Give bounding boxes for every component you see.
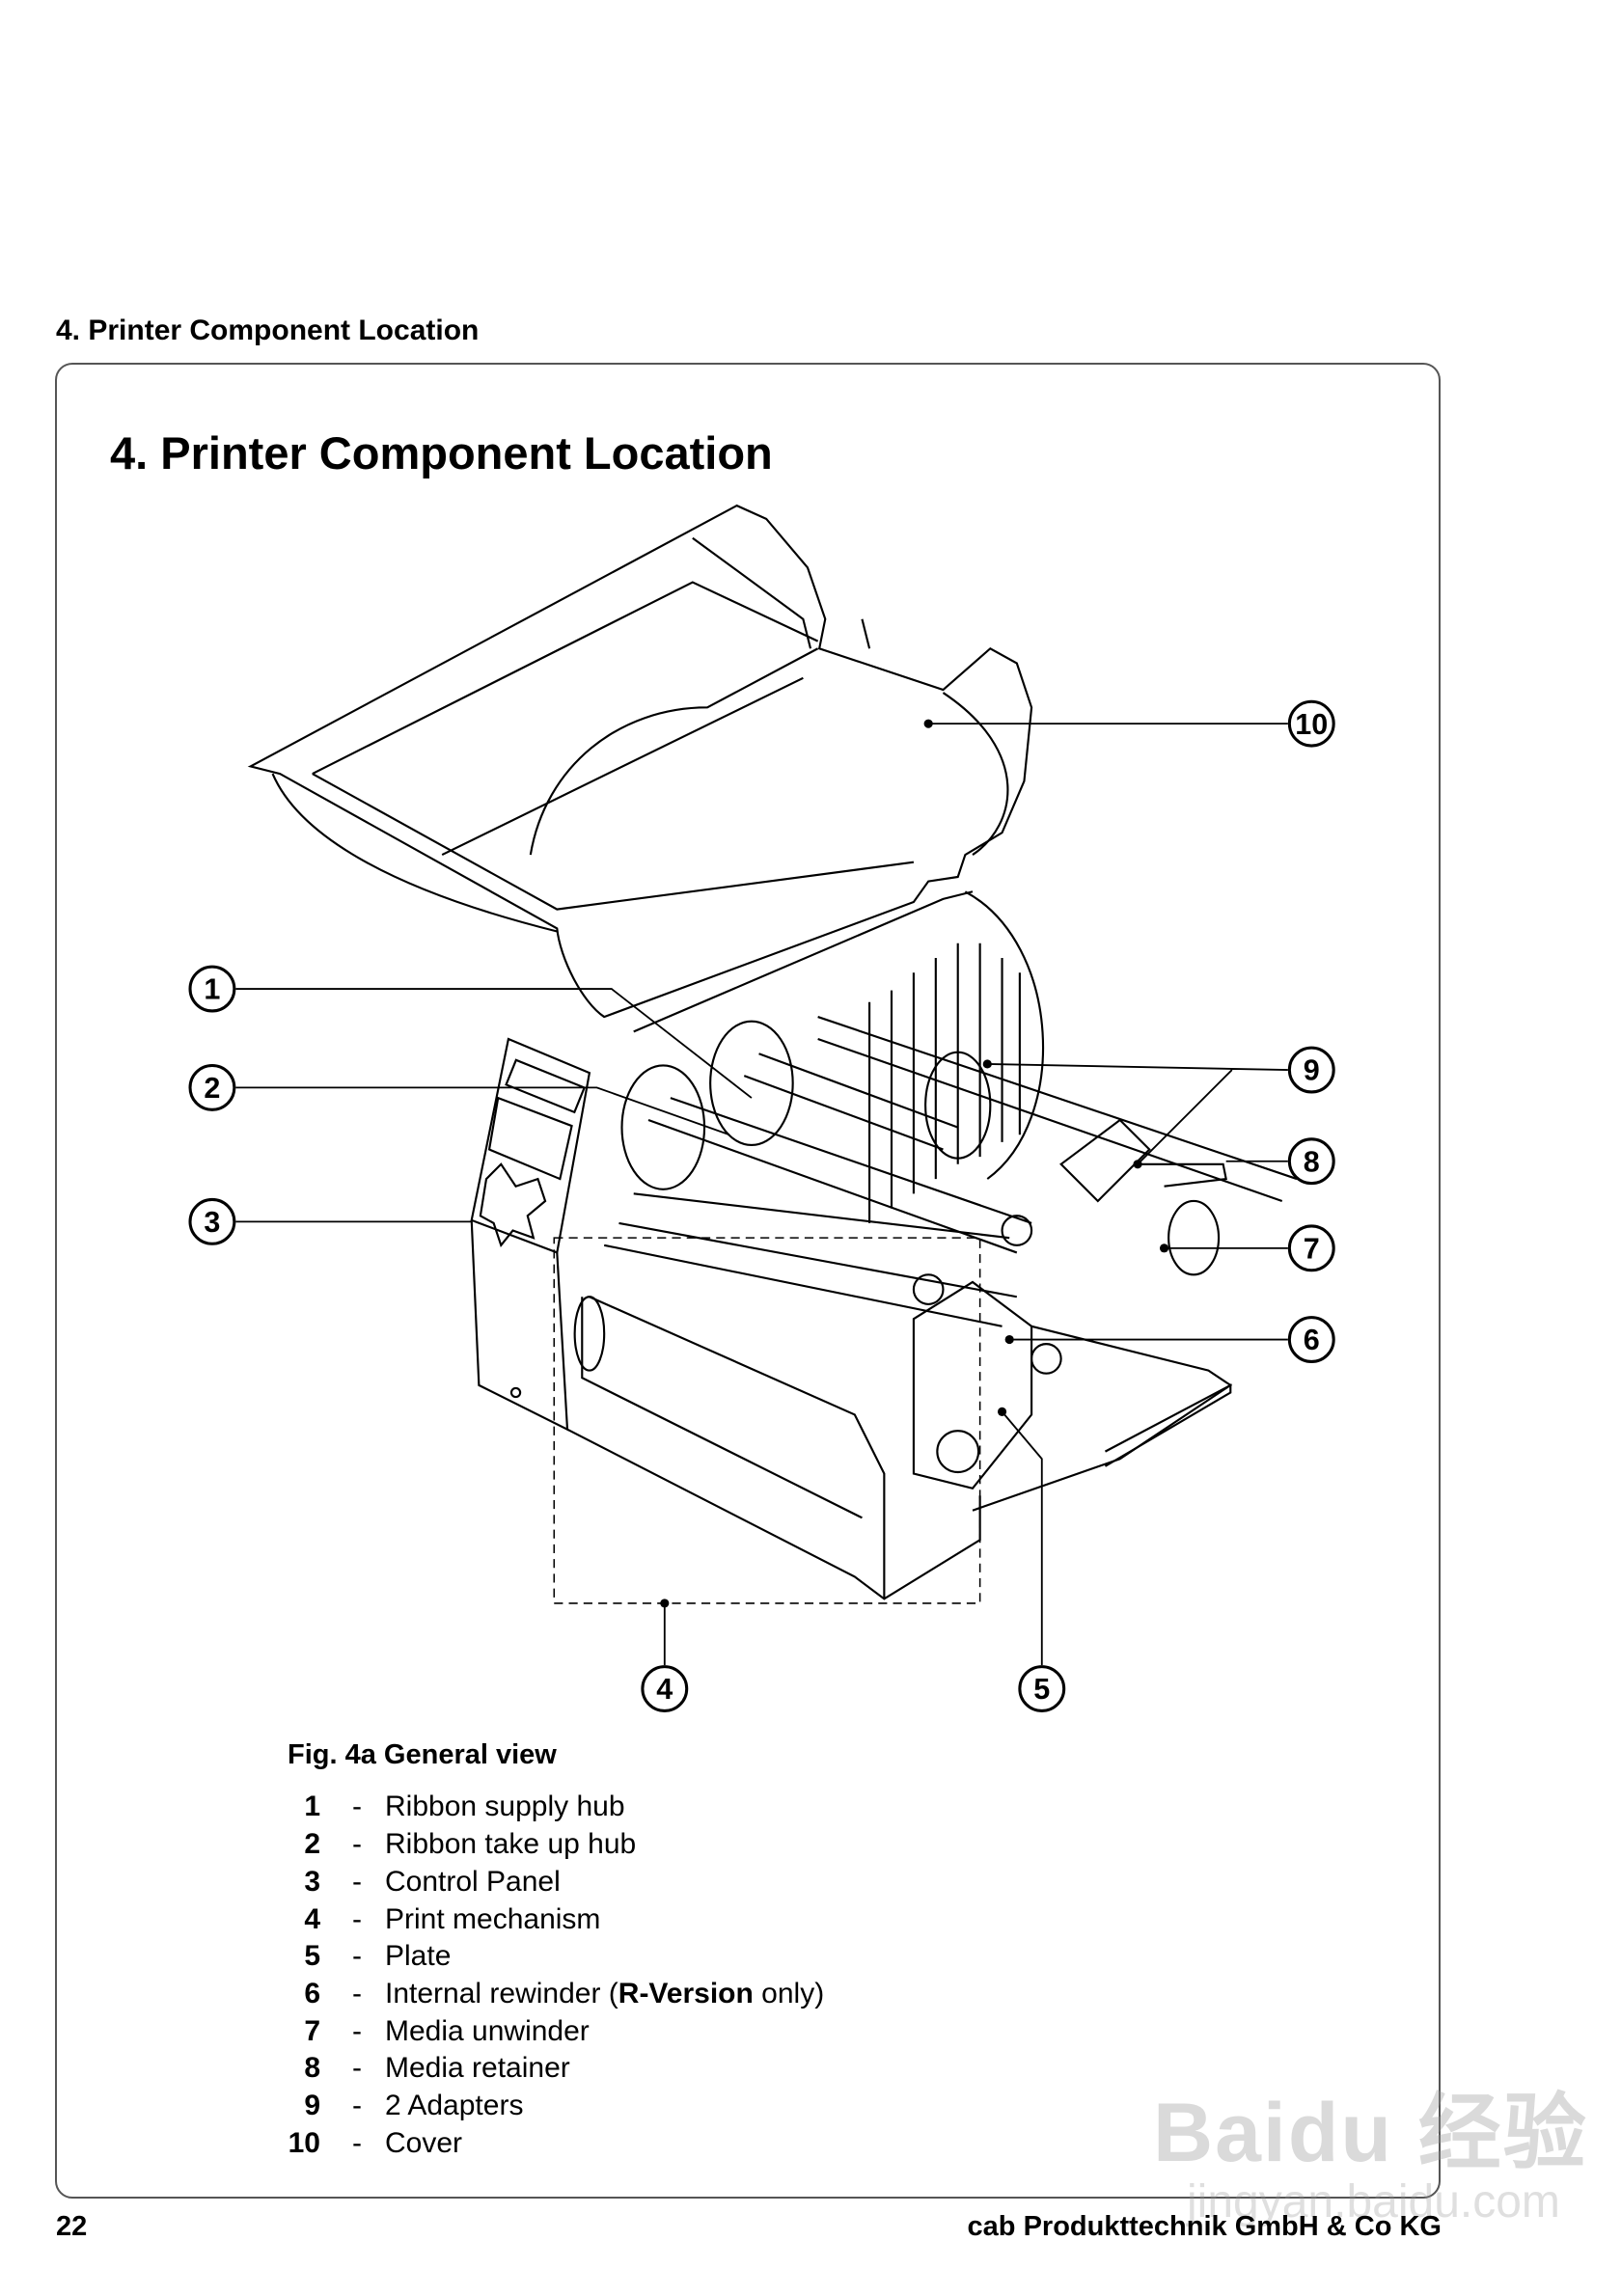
callout-2: 2 [188,1063,236,1111]
legend-text: Print mechanism [385,1903,601,1935]
body-drawing [470,1037,981,1600]
callout-label: 2 [204,1072,220,1105]
watermark-url: jingyan.baidu.com [1187,2176,1560,2228]
running-header: 4. Printer Component Location [56,314,480,346]
legend-text-part: Internal rewinder ( [385,1978,618,2009]
legend-dash: - [352,2015,362,2047]
legend-text: Plate [385,1940,452,1972]
callout-5: 5 [1018,1665,1066,1712]
legend-text: Media retainer [385,2052,570,2084]
legend-dash: - [352,1940,362,1972]
legend-num: 1 [304,1790,320,1822]
callout-4: 4 [641,1665,689,1712]
legend-text: Internal rewinder (R-Version only) [385,1975,824,2012]
print-mechanism-drawing [573,1192,1233,1599]
cover-drawing [247,504,1033,1019]
callout-6: 6 [1287,1316,1335,1363]
legend-num: 5 [304,1940,320,1972]
callout-10: 10 [1287,699,1335,748]
legend-text: Cover [385,2127,463,2159]
callout-label: 8 [1304,1145,1320,1178]
callout-3: 3 [188,1197,236,1245]
callout-label: 1 [204,973,220,1006]
legend-dash: - [352,1790,362,1822]
legend-dash: - [352,1978,362,2009]
callout-label: 10 [1295,708,1328,741]
callout-8: 8 [1287,1137,1335,1186]
watermark-logo: Baidu 经验 [1153,2087,1588,2179]
print-mechanism-outline [553,1237,981,1604]
callout-label: 9 [1304,1054,1320,1087]
legend-text: Ribbon supply hub [385,1790,625,1822]
hubs-drawing [620,1016,1298,1276]
legend-num: 2 [304,1828,320,1860]
legend-text-after: only) [753,1978,825,2009]
legend-dash: - [352,1866,362,1898]
legend-num: 3 [304,1866,320,1898]
legend-num: 7 [304,2015,320,2047]
callout-label: 6 [1304,1324,1320,1356]
side-plate-drawing [633,890,1045,1223]
callout-label: 5 [1033,1673,1050,1706]
leader-dots [660,719,1169,1608]
legend-dash: - [352,2052,362,2084]
legend-num: 6 [304,1978,320,2009]
page-title: 4. Printer Component Location [110,427,773,478]
callout-label: 4 [656,1673,673,1706]
callout-label: 3 [204,1206,220,1239]
legend-dash: - [352,2090,362,2121]
legend-num: 4 [304,1903,320,1935]
legend-dash: - [352,1828,362,1860]
legend-text-bold: R-Version [618,1978,754,2009]
callout-label: 7 [1304,1233,1320,1266]
callout-7: 7 [1287,1224,1335,1272]
legend-num: 8 [304,2052,320,2084]
legend-dash: - [352,2127,362,2159]
leader-lines [235,723,1288,1666]
legend-text: Ribbon take up hub [385,1828,637,1860]
footer-company: cab Produkttechnik GmbH & Co KG [967,2211,1442,2242]
legend-num: 9 [304,2090,320,2121]
legend-text: 2 Adapters [385,2090,524,2121]
figure-caption: Fig. 4a General view [288,1739,557,1770]
page-number: 22 [56,2211,88,2242]
legend-num: 10 [288,2127,320,2159]
content-frame [55,363,1441,2199]
callout-1: 1 [188,965,236,1013]
callout-9: 9 [1287,1046,1335,1094]
legend-dash: - [352,1903,362,1935]
legend-text: Control Panel [385,1866,561,1898]
legend-text: Media unwinder [385,2015,590,2047]
